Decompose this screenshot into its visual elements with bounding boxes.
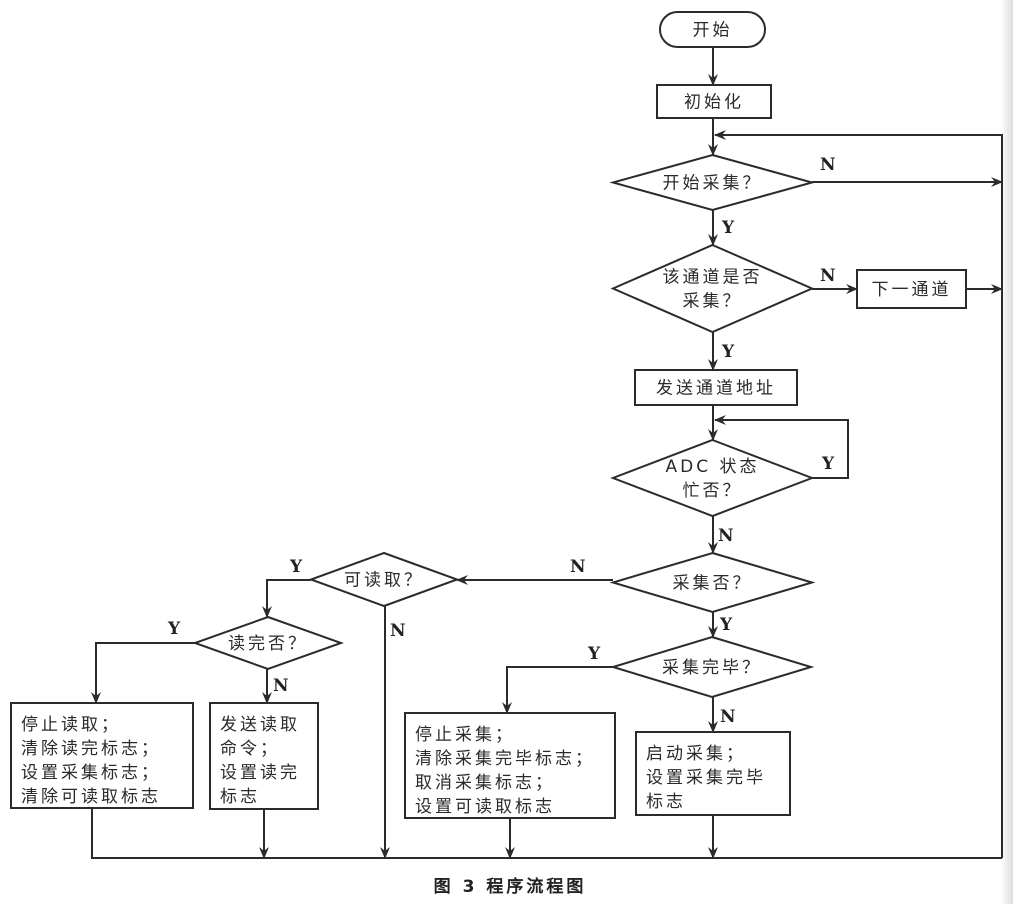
process-shape: [656, 84, 772, 119]
no-label: N: [718, 526, 734, 546]
decision-shape: [609, 551, 816, 614]
process-shape: [209, 702, 319, 810]
no-label: N: [390, 621, 406, 641]
yes-label: Y: [167, 619, 181, 639]
node-stop-read: 停止读取； 清除读完标志； 设置采集标志； 清除可读取标志: [10, 702, 194, 809]
process-shape: [10, 702, 194, 809]
decision-shape: [308, 551, 460, 608]
node-text-line: 发送通道地址: [656, 379, 776, 399]
node-text-line: 命令；: [220, 739, 280, 759]
no-label: N: [273, 676, 289, 696]
node-text-line: 清除读完标志；: [21, 739, 161, 759]
process-shape: [404, 712, 616, 819]
node-read-done-q: 读完否？: [192, 615, 344, 671]
node-text-line: 取消采集标志；: [415, 773, 555, 793]
node-text-line: 设置读完: [220, 763, 300, 783]
node-text-line: 该通道是否: [663, 268, 763, 288]
node-text-line: 清除采集完毕标志；: [415, 749, 595, 769]
yes-label: Y: [721, 218, 735, 238]
node-text-line: 发送读取: [220, 715, 300, 735]
connector-read-done-yes: [91, 642, 195, 704]
node-text-line: 设置可读取标志: [415, 797, 555, 817]
node-text-line: 忙否？: [683, 481, 743, 501]
node-text-line: 开始采集？: [663, 174, 763, 194]
yes-label: Y: [721, 342, 735, 362]
node-text-line: 初始化: [684, 93, 744, 113]
no-label: N: [820, 155, 836, 175]
node-text-line: 标志: [646, 792, 686, 812]
decision-shape: [610, 243, 815, 334]
node-text-line: 清除可读取标志: [21, 787, 161, 807]
node-text-line: 下一通道: [872, 280, 952, 300]
node-text-line: 采集完毕？: [662, 658, 762, 678]
figure-caption: 图 3 程序流程图: [434, 876, 587, 897]
node-start-collect: 开始采集？: [609, 153, 816, 212]
node-text-line: 采集？: [683, 292, 743, 312]
connector-collect-done-yes: [502, 666, 613, 714]
process-shape: [856, 269, 967, 309]
yes-label: Y: [719, 615, 733, 635]
connector-adc-busy-yes: [714, 415, 849, 479]
node-text-line: 停止采集；: [415, 725, 515, 745]
no-label: N: [720, 707, 736, 727]
node-start: 开始: [659, 11, 766, 48]
connector-readable-yes: [262, 579, 311, 618]
node-next-channel: 下一通道: [856, 269, 967, 309]
decision-shape: [609, 153, 816, 212]
node-text-line: 可读取？: [344, 571, 424, 591]
page-edge-shadow: [1001, 0, 1013, 904]
node-text-line: 设置采集标志；: [21, 763, 161, 783]
node-send-address: 发送通道地址: [634, 369, 798, 406]
node-text-line: 标志: [220, 787, 260, 807]
connector-loop-back: [714, 130, 1003, 858]
node-collect-done-q: 采集完毕？: [609, 635, 815, 699]
node-text-line: 采集否？: [673, 574, 753, 594]
yes-label: Y: [289, 557, 303, 577]
process-shape: [635, 731, 791, 816]
decision-shape: [609, 635, 815, 699]
bottom-bus: [91, 808, 1002, 859]
node-init: 初始化: [656, 84, 772, 119]
node-stop-collect: 停止采集； 清除采集完毕标志； 取消采集标志； 设置可读取标志: [404, 712, 616, 819]
node-collect-q: 采集否？: [609, 551, 816, 614]
node-text-line: 读完否？: [228, 634, 308, 654]
process-shape: [634, 369, 798, 406]
node-text-line: 设置采集完毕: [646, 768, 766, 788]
node-text-line: 停止读取；: [21, 715, 121, 735]
no-label: N: [570, 557, 586, 577]
node-text-line: 启动采集；: [646, 744, 746, 764]
node-text-line: ADC 状态: [666, 457, 760, 477]
decision-shape: [610, 438, 815, 518]
terminator-shape: [659, 11, 766, 48]
node-readable-q: 可读取？: [308, 551, 460, 608]
no-label: N: [820, 266, 836, 286]
yes-label: Y: [821, 454, 835, 474]
decision-shape: [192, 615, 344, 671]
node-text-line: 开始: [693, 21, 733, 41]
yes-label: Y: [587, 644, 601, 664]
